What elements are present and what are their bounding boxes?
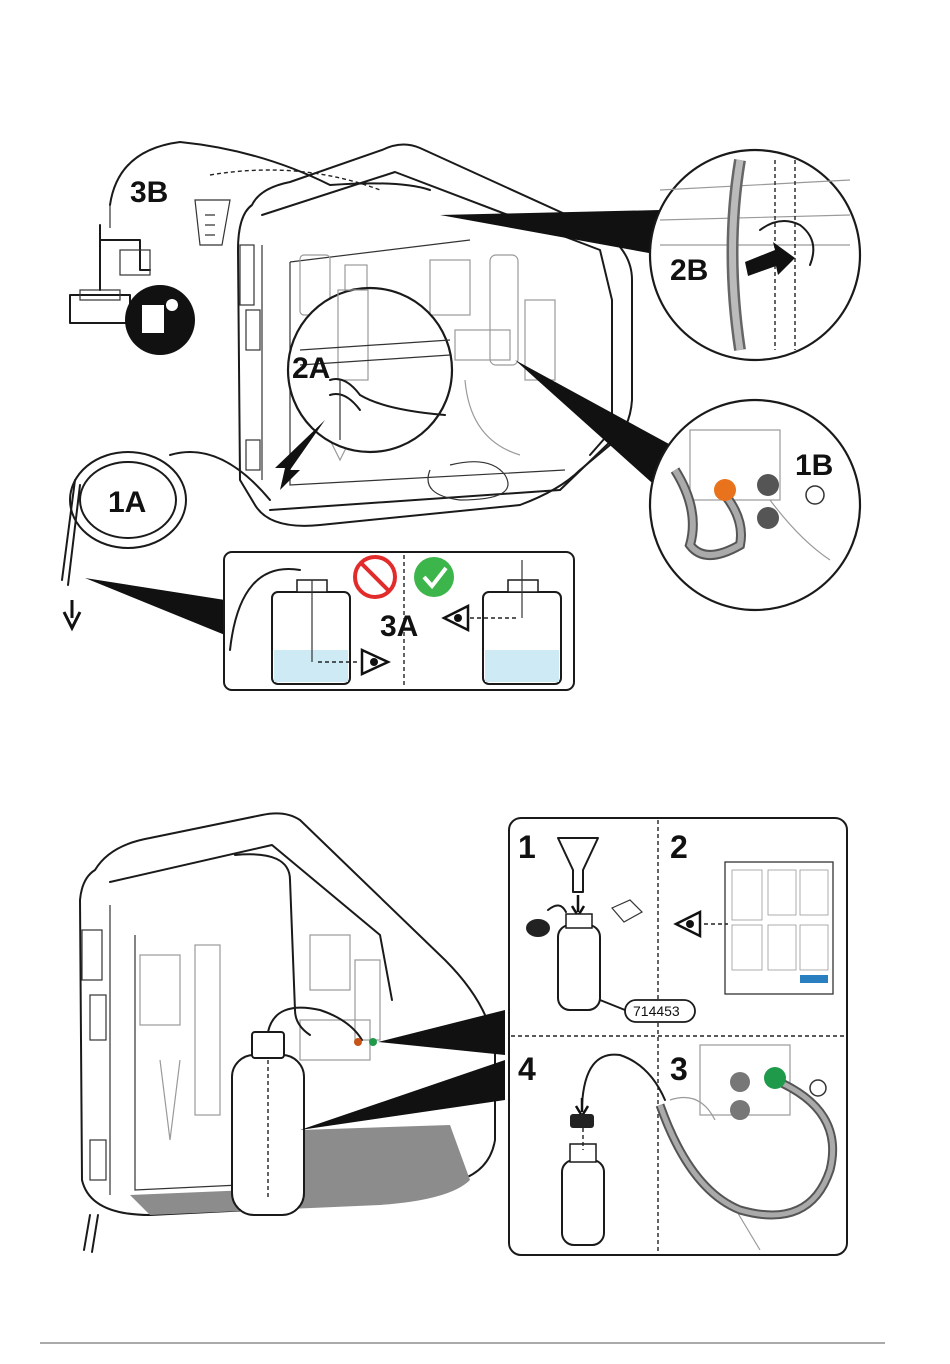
top-figure: 2A 2B 1B [62, 142, 860, 690]
liquid-left [274, 650, 348, 682]
bottom-figure: 1 714453 2 3 [80, 813, 847, 1255]
analyzer-bottom [80, 813, 505, 1252]
green-fitting [764, 1067, 786, 1089]
part-number: 714453 [633, 1003, 680, 1019]
step-3-number: 3 [670, 1051, 688, 1087]
cap-icon [526, 919, 550, 937]
label-2a: 2A [292, 352, 330, 385]
label-3b: 3B [130, 176, 168, 209]
check-icon [414, 557, 454, 597]
zoom-2a: 2A [275, 288, 452, 490]
label-3a: 3A [380, 610, 418, 643]
step-1-number: 1 [518, 829, 536, 865]
liquid-right [485, 650, 559, 682]
step-4-number: 4 [518, 1051, 536, 1087]
label-1b: 1B [795, 449, 833, 482]
step-2-number: 2 [670, 829, 688, 865]
autosampler-3b: 3B [70, 176, 230, 355]
panel-3a: 3A [224, 552, 574, 690]
label-2b: 2B [670, 254, 708, 287]
instruction-sheet [725, 862, 833, 994]
orange-fitting [714, 479, 736, 501]
arrow-down-icon [64, 600, 80, 628]
green-fitting-small [369, 1038, 377, 1046]
label-1a: 1A [108, 486, 146, 519]
pointer-2a [275, 420, 325, 490]
steps-panel: 1 714453 2 3 [509, 818, 847, 1255]
